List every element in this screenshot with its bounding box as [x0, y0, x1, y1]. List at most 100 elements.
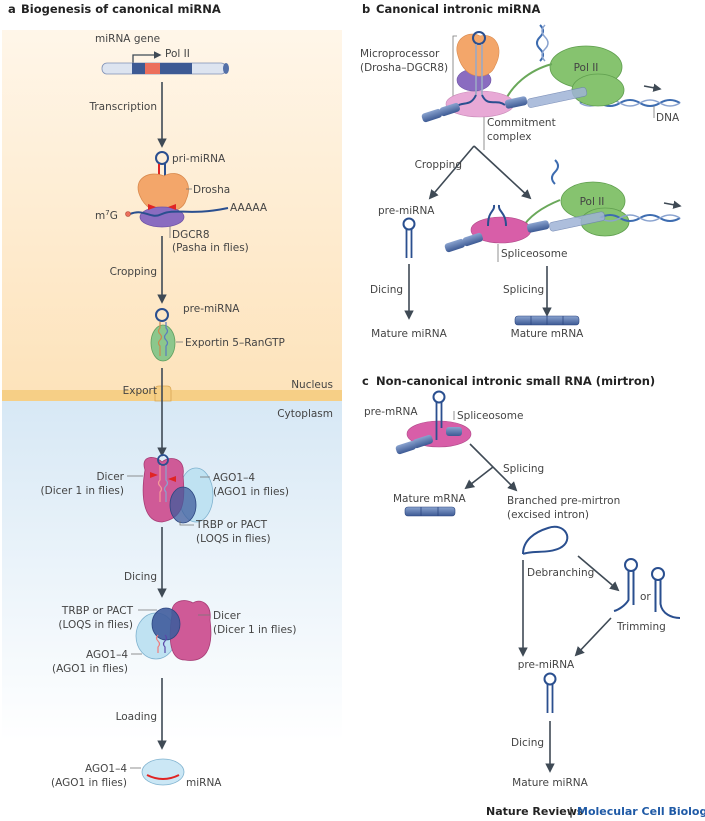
exon-cylinders-b1	[421, 87, 588, 123]
m7g-cap	[125, 211, 131, 217]
mature-mrna-b	[514, 315, 580, 326]
mature-mirna-strand	[146, 774, 180, 780]
branched-label-1: Branched pre-mirtron	[507, 495, 620, 507]
mirtron-loop-c	[432, 390, 446, 404]
exportin-shape	[150, 324, 176, 362]
pri-mirna-tail	[129, 207, 229, 217]
ago-note-3: (AGO1 in flies)	[51, 777, 127, 789]
cytoplasm-label: Cytoplasm	[277, 408, 333, 420]
dna-helix-b2-right-b	[599, 214, 681, 222]
dgcr8-label: DGCR8	[172, 229, 210, 241]
trbp-shape-2	[151, 607, 181, 641]
trbp-note-2: (LOQS in flies)	[58, 619, 133, 631]
nucleus-label: Nucleus	[291, 379, 333, 391]
lariat-intron	[522, 525, 569, 555]
spliceosome-label-b: Spliceosome	[501, 248, 567, 260]
exon-cylinders-c	[395, 427, 462, 455]
splicing-label-c: Splicing	[503, 463, 544, 475]
journal-name: Nature Reviews	[486, 805, 584, 818]
transcription-direction-arrow-b1	[643, 83, 662, 92]
panel-b-title: Canonical intronic miRNA	[376, 2, 540, 16]
pre-mirna-strand-b	[163, 322, 169, 356]
cropping-label-a: Cropping	[110, 266, 157, 278]
tailed-hairpin-5p	[613, 558, 638, 612]
dicing-label-b: Dicing	[370, 284, 403, 296]
panel-b-letter: b	[362, 2, 370, 16]
dicer-note-2: (Dicer 1 in flies)	[213, 624, 296, 636]
dna-helix-top	[536, 24, 544, 62]
dgcr8-note: (Pasha in flies)	[172, 242, 249, 254]
dicer-substrate-loop	[157, 454, 169, 466]
pre-mirna-label-c: pre-miRNA	[518, 659, 575, 671]
journal-section: Molecular Cell Biology	[577, 805, 705, 818]
intron-lariat-b	[487, 204, 507, 227]
mirna-label: miRNA	[186, 777, 222, 789]
branched-label-2: (excised intron)	[507, 509, 589, 521]
mature-mrna-label-c: Mature mRNA	[393, 493, 467, 505]
dicer-substrate-a	[157, 465, 163, 502]
transcription-continue-arrow-b	[473, 145, 532, 200]
mature-mirna-label-b: Mature miRNA	[371, 328, 447, 340]
or-label: or	[640, 591, 651, 603]
microprocessor-bracket	[452, 35, 457, 99]
commitment-label-1: Commitment	[487, 117, 556, 129]
splicing-arrow-c-mrna	[464, 466, 494, 490]
dna-helix-top-b	[541, 24, 549, 62]
loading-label: Loading	[116, 711, 157, 723]
cropping-label-b: Cropping	[415, 159, 462, 171]
dna-label: DNA	[656, 112, 680, 124]
mature-mrna-c	[404, 506, 456, 517]
mature-mrna-label-b: Mature mRNA	[511, 328, 585, 340]
trbp-label-2: TRBP or PACT	[61, 605, 134, 617]
pre-mirna-label-b: pre-miRNA	[378, 205, 435, 217]
nuclear-membrane	[2, 390, 342, 401]
risc-ago	[141, 758, 185, 786]
debranching-label: Debranching	[527, 567, 594, 579]
dicer-cut-right	[168, 476, 176, 482]
spliceosome-label-c: Spliceosome	[457, 410, 523, 422]
trbp-shape-1	[169, 486, 197, 524]
pol2-label-a: Pol II	[165, 48, 190, 60]
dicer-shape-2	[169, 600, 212, 661]
trimming-label: Trimming	[616, 621, 666, 633]
splicing-label-b: Splicing	[503, 284, 544, 296]
pre-mirna-label-a: pre-miRNA	[183, 303, 240, 315]
tailed-hairpin-3p	[651, 567, 681, 619]
polya-label: AAAAA	[230, 202, 268, 214]
panel-a-title: Biogenesis of canonical miRNA	[21, 2, 221, 16]
pri-mirna-label: pri-miRNA	[172, 153, 226, 165]
exon-cylinders-b2	[444, 211, 606, 253]
drosha-label: Drosha	[193, 184, 230, 196]
panel-c-title: Non-canonical intronic small RNA (mirtro…	[376, 374, 655, 388]
pre-mirna-loop-b	[402, 217, 416, 231]
transcription-direction-arrow-b2	[663, 200, 682, 209]
ago-note-1: (AGO1 in flies)	[213, 486, 289, 498]
ago-note-2: (AGO1 in flies)	[52, 663, 128, 675]
panel-a: a Biogenesis of canonical miRNA Nucleus …	[2, 2, 342, 789]
dicing-label-a: Dicing	[124, 571, 157, 583]
to-trimming-arrow	[577, 555, 620, 592]
pol2-label-b2: Pol II	[580, 196, 605, 208]
panel-c-letter: c	[362, 374, 369, 388]
cleavage-site-right	[168, 204, 176, 210]
pri-mirna-loop	[155, 151, 169, 165]
dicer-substrate-b	[163, 465, 169, 502]
export-label: Export	[123, 385, 157, 397]
ago-label-2: AGO1–4	[86, 649, 128, 661]
drosha-shape-b	[456, 33, 500, 77]
microprocessor-label: Microprocessor	[360, 48, 440, 60]
dicer-label-1: Dicer	[96, 471, 124, 483]
ago-label-3: AGO1–4	[85, 763, 127, 775]
cytoplasm-region	[2, 401, 342, 741]
duplex-strand-a	[155, 634, 161, 653]
trbp-label-1: TRBP or PACT	[195, 519, 268, 531]
pol2-label-b1: Pol II	[574, 62, 599, 74]
commitment-label-2: complex	[487, 131, 532, 143]
ago-label-1: AGO1–4	[213, 472, 255, 484]
transcription-label: Transcription	[88, 101, 157, 113]
panel-c: c Non-canonical intronic small RNA (mirt…	[362, 374, 681, 789]
mirna-gene-label: miRNA gene	[95, 33, 160, 45]
cleavage-site-left	[148, 204, 156, 210]
dicing-label-c: Dicing	[511, 737, 544, 749]
pre-mirna-loop-a	[155, 308, 169, 322]
